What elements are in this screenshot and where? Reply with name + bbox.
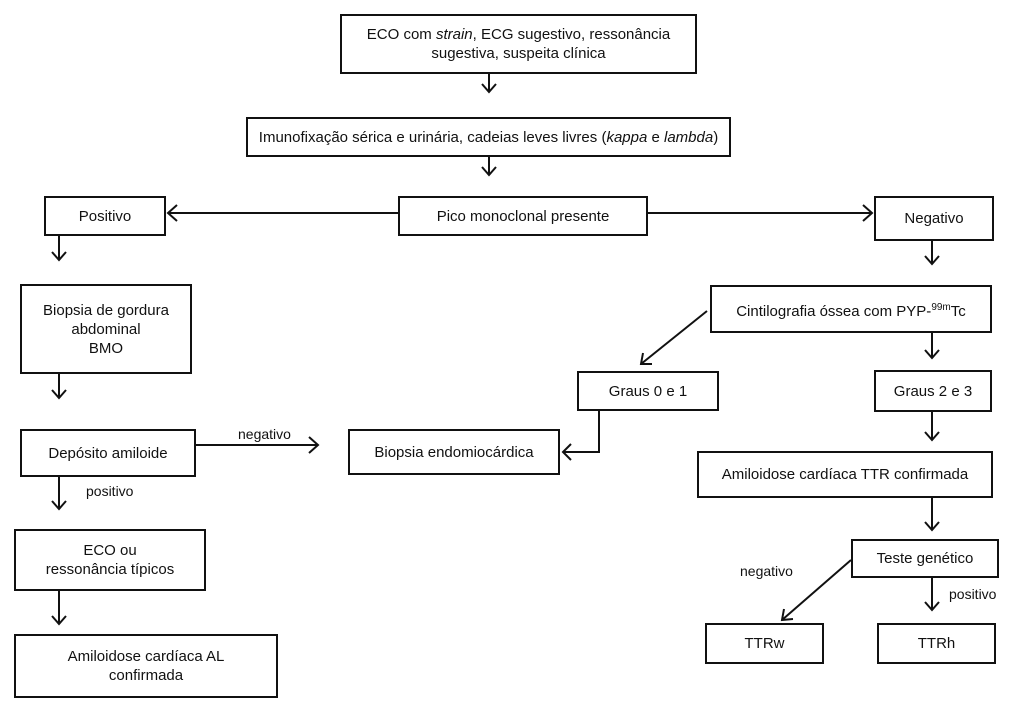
arrow-deposito-to-biopsia-endo [196,436,320,454]
label-positivo-deposito: positivo [86,483,134,499]
label-negativo-deposito: negativo [238,426,291,442]
arrow-eco-to-al [51,591,67,626]
al-confirmada-line1: Amiloidose cardíaca AL [67,648,225,665]
arrow-teste-to-ttrw [780,559,852,622]
arrow-imuno-to-pico [481,156,497,177]
box-graus-0-1: Graus 0 e 1 [577,371,719,411]
biopsia-endo-text: Biopsia endomiocárdica [374,443,534,461]
eco-tipicos-line1: ECO ou [83,542,137,559]
ttrh-text: TTRh [917,635,956,652]
box-negativo: Negativo [874,196,994,241]
box-positivo: Positivo [44,196,166,236]
box-biopsia-endomiocardica: Biopsia endomiocárdica [348,429,560,475]
arrow-graus23-to-ttr [924,412,940,442]
arrow-cintilo-to-graus23 [924,333,940,360]
arrow-biopsia-to-deposito [51,374,67,400]
arrow-cintilo-to-graus01 [639,310,708,365]
al-confirmada-line2: confirmada [108,667,184,684]
box-deposito-amiloide: Depósito amiloide [20,429,196,477]
arrow-deposito-to-eco [51,477,67,511]
pico-text: Pico monoclonal presente [436,207,610,225]
positivo-text: Positivo [78,207,132,225]
cintilografia-text: Cintilografia óssea com PYP-99mTc [736,301,966,320]
arrow-graus01-to-biopsia-endo [561,410,600,461]
arrow-positivo-to-biopsia [51,236,67,262]
eco-tipicos-line2: ressonância típicos [45,561,175,578]
biopsia-gordura-line3: BMO [88,339,124,357]
arrow-ttr-to-teste [924,498,940,532]
teste-genetico-text: Teste genético [876,550,974,567]
arrow-pico-to-negativo [648,204,874,222]
box-cintilografia: Cintilografia óssea com PYP-99mTc [710,285,992,333]
graus23-text: Graus 2 e 3 [893,382,973,400]
ttrw-text: TTRw [744,635,785,652]
negativo-text: Negativo [904,210,964,227]
box-ttrh: TTRh [877,623,996,664]
eco-strain-line2: sugestiva, suspeita clínica [431,45,606,62]
label-negativo-genetico: negativo [740,563,793,579]
arrow-teste-to-ttrh [924,578,940,612]
box-imunofixacao: Imunofixação sérica e urinária, cadeias … [246,117,731,157]
deposito-text: Depósito amiloide [48,444,168,462]
imunofixacao-text: Imunofixação sérica e urinária, cadeias … [258,128,719,146]
arrow-negativo-to-cintilo [924,240,940,266]
box-ttrw: TTRw [705,623,824,664]
biopsia-gordura-line2: abdominal [71,320,141,338]
box-graus-2-3: Graus 2 e 3 [874,370,992,412]
ttr-confirmada-text: Amiloidose cardíaca TTR confirmada [721,466,969,483]
label-positivo-genetico: positivo [949,586,997,602]
box-ttr-confirmada: Amiloidose cardíaca TTR confirmada [697,451,993,498]
biopsia-gordura-line1: Biopsia de gordura [43,301,169,319]
box-eco-strain: ECO com strain, ECG sugestivo, ressonânc… [340,14,697,74]
graus01-text: Graus 0 e 1 [608,382,688,400]
arrow-eco-to-imuno [481,73,497,94]
box-pico-monoclonal: Pico monoclonal presente [398,196,648,236]
box-al-confirmada: Amiloidose cardíaca AL confirmada [14,634,278,698]
box-teste-genetico: Teste genético [851,539,999,578]
box-eco-tipicos: ECO ou ressonância típicos [14,529,206,591]
box-biopsia-gordura: Biopsia de gordura abdominal BMO [20,284,192,374]
eco-strain-line1: ECO com strain, ECG sugestivo, ressonânc… [366,26,671,43]
arrow-pico-to-positivo [166,204,398,222]
